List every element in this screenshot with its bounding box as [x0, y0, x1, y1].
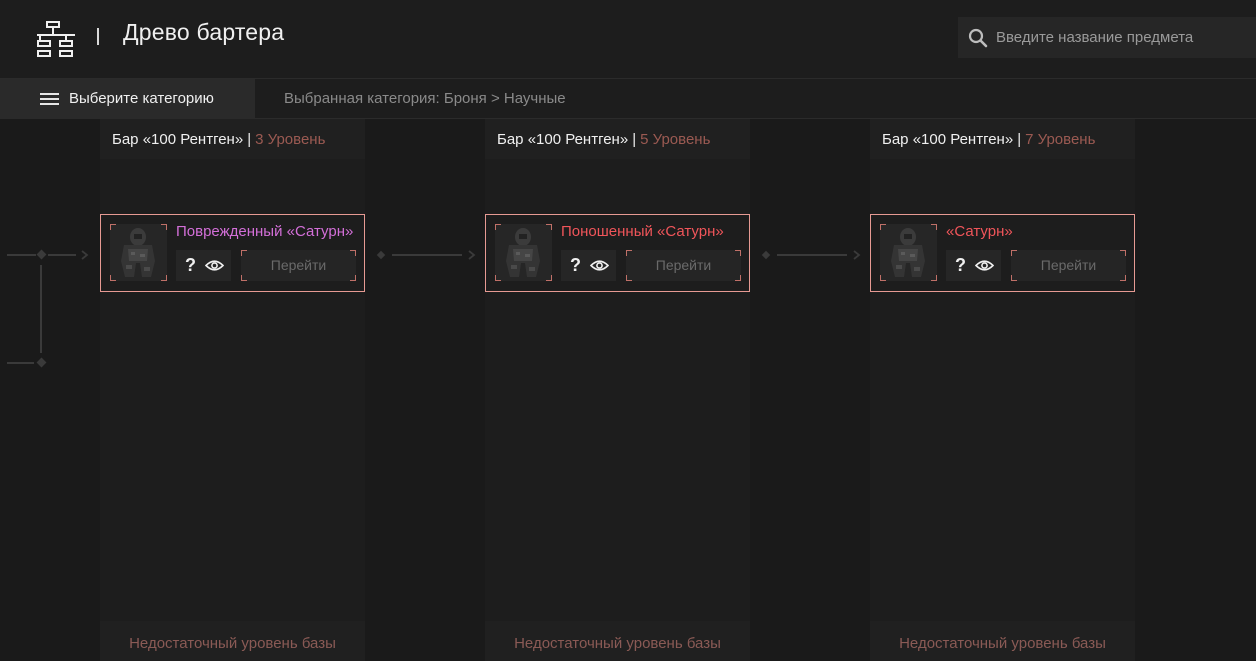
- column-header: Бар «100 Рентген»|5 Уровень: [485, 119, 750, 159]
- item-actions: ?: [561, 250, 616, 281]
- trader-name: Бар «100 Рентген»: [497, 131, 629, 148]
- column-footer-status: Недостаточный уровень базы: [100, 621, 365, 661]
- item-card[interactable]: «Сатурн» ? Перейти: [870, 214, 1135, 292]
- item-name[interactable]: Поврежденный «Сатурн»: [176, 223, 354, 240]
- trader-level: 5 Уровень: [640, 131, 711, 148]
- trader-level: 7 Уровень: [1025, 131, 1096, 148]
- select-category-button[interactable]: Выберите категорию: [0, 79, 255, 119]
- trader-name: Бар «100 Рентген»: [882, 131, 1014, 148]
- barter-tree-logo-icon: [37, 21, 75, 57]
- column-header: Бар «100 Рентген»|3 Уровень: [100, 119, 365, 159]
- category-bar: Выберите категорию Выбранная категория: …: [0, 78, 1256, 119]
- tree-column-level-3: Бар «100 Рентген»|3 Уровень Поврежденный…: [100, 119, 365, 661]
- armor-suit-icon: [506, 228, 540, 277]
- select-category-label: Выберите категорию: [69, 90, 214, 107]
- go-button-label: Перейти: [655, 257, 712, 273]
- go-button-label: Перейти: [270, 257, 327, 273]
- eye-icon[interactable]: [205, 258, 224, 273]
- tree-connector-2-3: [761, 250, 861, 260]
- search-box[interactable]: [958, 17, 1256, 58]
- item-actions: ?: [176, 250, 231, 281]
- item-thumbnail: [495, 224, 552, 281]
- tree-column-level-7: Бар «100 Рентген»|7 Уровень «Сатурн» ?: [870, 119, 1135, 661]
- question-icon[interactable]: ?: [185, 255, 196, 275]
- item-thumbnail: [110, 224, 167, 281]
- question-icon[interactable]: ?: [955, 255, 966, 275]
- column-header: Бар «100 Рентген»|7 Уровень: [870, 119, 1135, 159]
- trader-level: 3 Уровень: [255, 131, 326, 148]
- item-name[interactable]: Поношенный «Сатурн»: [561, 223, 724, 240]
- column-footer-status: Недостаточный уровень базы: [870, 621, 1135, 661]
- search-icon: [968, 28, 988, 48]
- eye-icon[interactable]: [975, 258, 994, 273]
- go-button[interactable]: Перейти: [241, 250, 356, 281]
- go-button[interactable]: Перейти: [626, 250, 741, 281]
- header-separator: |: [1017, 131, 1022, 148]
- eye-icon[interactable]: [590, 258, 609, 273]
- item-name[interactable]: «Сатурн»: [946, 223, 1013, 240]
- armor-suit-icon: [121, 228, 155, 277]
- title-divider: [97, 28, 99, 45]
- app-header: Древо бартера: [0, 0, 1256, 78]
- hamburger-menu-icon: [40, 93, 59, 106]
- header-separator: |: [632, 131, 637, 148]
- header-separator: |: [247, 131, 252, 148]
- item-card[interactable]: Поврежденный «Сатурн» ? Перейти: [100, 214, 365, 292]
- item-card[interactable]: Поношенный «Сатурн» ? Перейти: [485, 214, 750, 292]
- page-title: Древо бартера: [123, 19, 285, 45]
- breadcrumb: Выбранная категория: Броня > Научные: [284, 90, 566, 107]
- barter-tree: Бар «100 Рентген»|3 Уровень Поврежденный…: [0, 119, 1256, 661]
- go-button-label: Перейти: [1040, 257, 1097, 273]
- armor-suit-icon: [891, 228, 925, 277]
- tree-connector-left: [7, 249, 89, 368]
- tree-connector-1-2: [376, 250, 476, 260]
- question-icon[interactable]: ?: [570, 255, 581, 275]
- column-footer-status: Недостаточный уровень базы: [485, 621, 750, 661]
- item-actions: ?: [946, 250, 1001, 281]
- go-button[interactable]: Перейти: [1011, 250, 1126, 281]
- tree-column-level-5: Бар «100 Рентген»|5 Уровень Поношенный «…: [485, 119, 750, 661]
- item-thumbnail: [880, 224, 937, 281]
- trader-name: Бар «100 Рентген»: [112, 131, 244, 148]
- search-input[interactable]: [996, 17, 1251, 58]
